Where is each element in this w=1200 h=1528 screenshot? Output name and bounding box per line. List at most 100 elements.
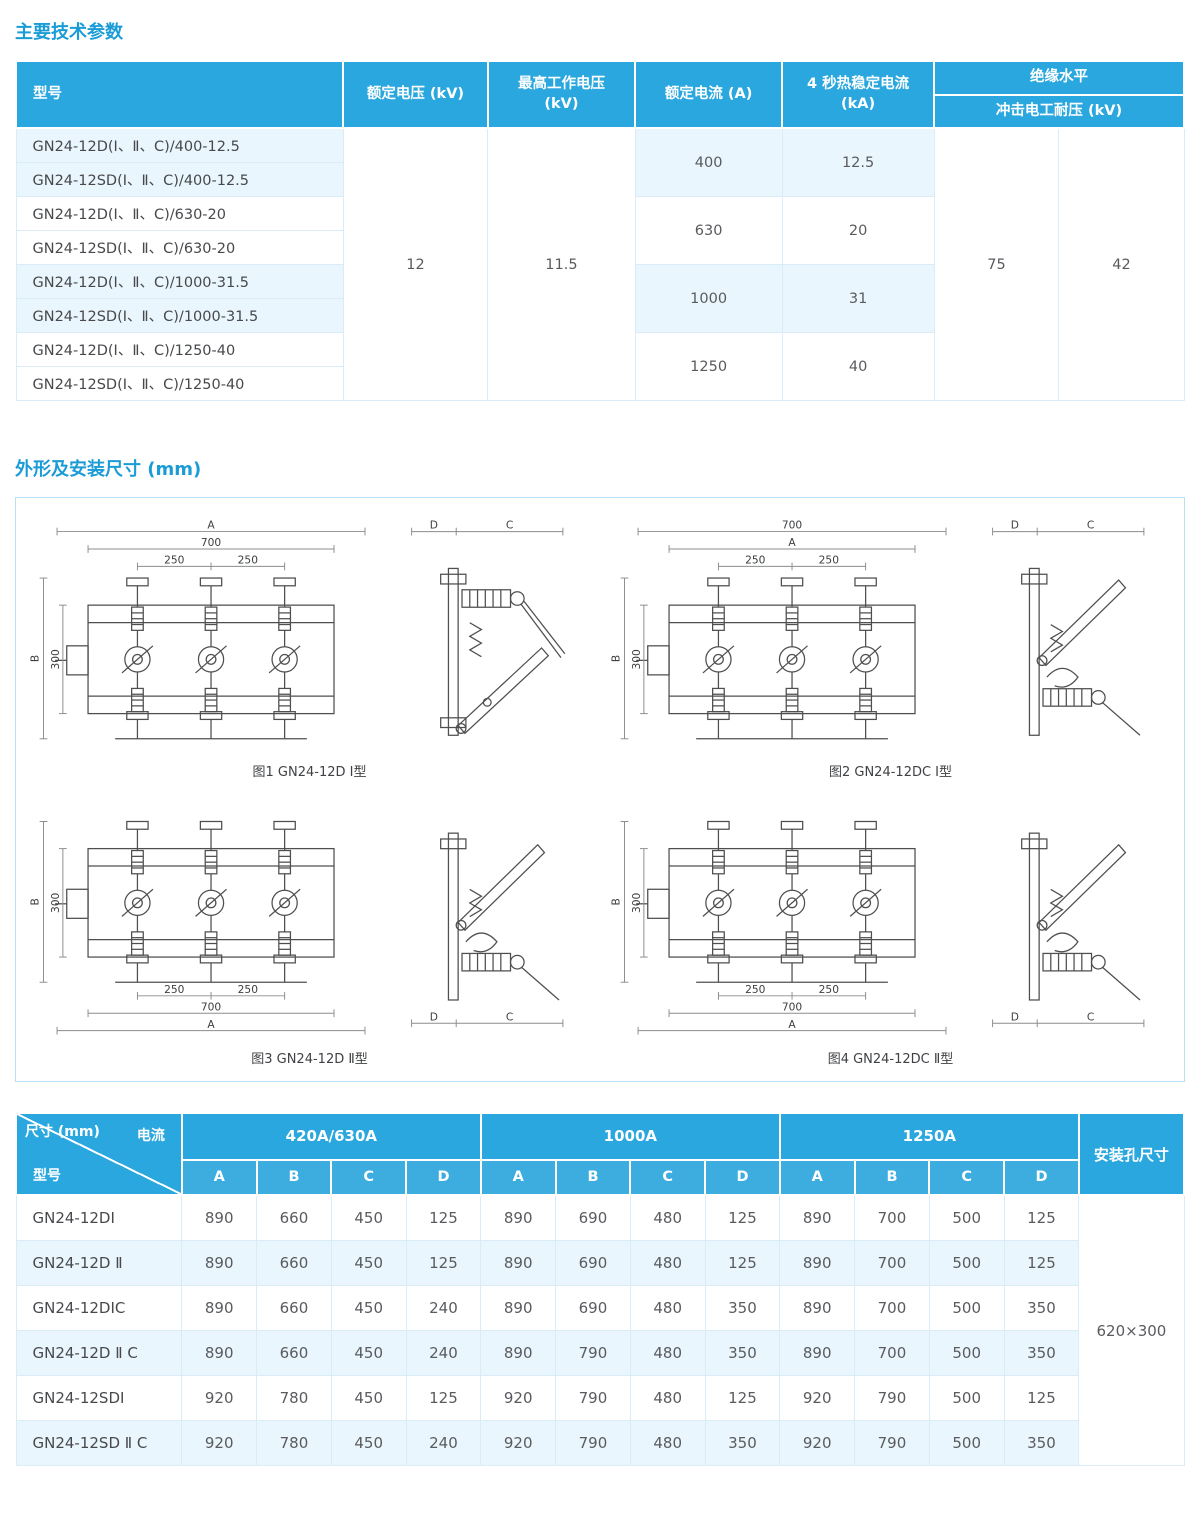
dim-label-700: 700 (781, 1000, 802, 1013)
table-row: GN24-12SD Ⅱ C 920 780 450 240 920 790 48… (15, 1420, 1184, 1467)
figure3-side-view: D C (410, 832, 563, 1027)
value-cell: 125 (405, 1194, 482, 1242)
dim-label-250: 250 (237, 554, 258, 567)
value-cell: 500 (928, 1240, 1005, 1287)
value-cell: 480 (629, 1240, 706, 1287)
value-cell: 690 (555, 1285, 631, 1332)
group-header-420-630: 420A/630A (180, 1112, 482, 1161)
dim-label-b: B (28, 898, 41, 905)
value-cell: 125 (405, 1240, 482, 1287)
value-cell: 660 (256, 1194, 332, 1242)
value-cell: 690 (555, 1194, 631, 1242)
value-cell: 700 (854, 1330, 930, 1377)
value-cell: 350 (1003, 1420, 1080, 1467)
value-cell: 890 (181, 1240, 258, 1287)
model-cell: GN24-12SD(Ⅰ、Ⅱ、C)/630-20 (15, 230, 344, 266)
value-cell: 450 (330, 1194, 407, 1242)
dim-label-700: 700 (200, 536, 221, 549)
model-cell: GN24-12DIC (15, 1285, 183, 1332)
value-cell: 890 (181, 1330, 258, 1377)
subcol-header-b: B (554, 1158, 632, 1197)
value-cell: 450 (330, 1240, 407, 1287)
value-cell: 890 (480, 1240, 557, 1287)
header-thermal-current: 4 秒热稳定电流 (kA) (781, 59, 936, 130)
model-cell: GN24-12SD(Ⅰ、Ⅱ、C)/400-12.5 (15, 162, 344, 198)
dim-label-250: 250 (164, 554, 185, 567)
model-cell: GN24-12D(Ⅰ、Ⅱ、C)/1000-31.5 (15, 264, 344, 300)
dim-label-c: C (1086, 519, 1093, 532)
value-cell: 660 (256, 1330, 332, 1377)
value-cell: 690 (555, 1240, 631, 1287)
figure-grid: A 700 250 250 B 300 D C (22, 518, 1178, 1067)
value-cell: 500 (928, 1375, 1005, 1422)
dim-label-d: D (429, 1010, 437, 1023)
group-header-1000: 1000A (479, 1112, 781, 1161)
mount-hole-header: 安装孔尺寸 (1077, 1112, 1186, 1197)
dim-label-d: D (1010, 1010, 1018, 1023)
subcol-header-d: D (1003, 1158, 1080, 1197)
header-impulse-withstand: 冲击电工耐压 (kV) (933, 93, 1185, 130)
figure-caption: 图3 GN24-12D Ⅱ型 (251, 1052, 368, 1068)
dim-label-a: A (788, 1017, 796, 1030)
subcol-header-b: B (255, 1158, 333, 1197)
figure-caption: 图4 GN24-12DC Ⅱ型 (827, 1052, 954, 1068)
rated-current-value: 1000 (634, 264, 783, 334)
model-cell: GN24-12D(Ⅰ、Ⅱ、C)/630-20 (15, 196, 344, 232)
value-cell: 920 (181, 1420, 258, 1467)
value-cell: 240 (405, 1285, 482, 1332)
subcol-header-d: D (405, 1158, 482, 1197)
value-cell: 700 (854, 1240, 930, 1287)
value-cell: 790 (555, 1330, 631, 1377)
value-cell: 920 (779, 1375, 856, 1422)
dim-label-c: C (505, 519, 512, 532)
value-cell: 125 (405, 1375, 482, 1422)
value-cell: 480 (629, 1330, 706, 1377)
model-cell: GN24-12D(Ⅰ、Ⅱ、C)/400-12.5 (15, 127, 344, 164)
dim-label-300: 300 (629, 892, 642, 913)
insulation-value-b: 42 (1058, 127, 1185, 402)
value-cell: 350 (1003, 1330, 1080, 1377)
value-cell: 700 (854, 1285, 930, 1332)
value-cell: 480 (629, 1420, 706, 1467)
value-cell: 920 (480, 1420, 557, 1467)
value-cell: 500 (928, 1330, 1005, 1377)
subcol-header-b: B (853, 1158, 931, 1197)
value-cell: 890 (480, 1285, 557, 1332)
figure4-front-view: 250 250 700 A B 300 (609, 806, 946, 1035)
value-cell: 125 (1003, 1194, 1080, 1242)
model-cell: GN24-12D Ⅱ C (15, 1330, 183, 1377)
value-cell: 125 (1003, 1240, 1080, 1287)
thermal-current-value: 31 (781, 264, 935, 334)
value-cell: 350 (1003, 1285, 1080, 1332)
value-cell: 920 (181, 1375, 258, 1422)
figure-caption: 图2 GN24-12DC Ⅰ型 (828, 764, 953, 780)
dim-label-b: B (609, 655, 622, 662)
table-row: GN24-12SDI 920 780 450 125 920 790 480 1… (15, 1375, 1184, 1422)
value-cell: 660 (256, 1285, 332, 1332)
corner-header: 尺寸 (mm) 电流 型号 (15, 1112, 183, 1197)
dim-label-b: B (609, 898, 622, 905)
value-cell: 780 (256, 1375, 332, 1422)
dim-label-d: D (429, 519, 437, 532)
value-cell: 660 (256, 1240, 332, 1287)
subcol-header-a: A (778, 1158, 856, 1197)
value-cell: 790 (854, 1420, 930, 1467)
model-cell: GN24-12SD Ⅱ C (15, 1420, 183, 1467)
model-cell: GN24-12D(Ⅰ、Ⅱ、C)/1250-40 (15, 332, 344, 368)
rated-voltage-value: 12 (342, 127, 489, 402)
dim-label-d: D (1010, 519, 1018, 532)
rated-current-value: 1250 (634, 332, 783, 402)
subcol-header-d: D (704, 1158, 781, 1197)
value-cell: 450 (330, 1420, 407, 1467)
dim-label-250: 250 (237, 983, 258, 996)
rated-current-value: 400 (634, 127, 783, 198)
value-cell: 890 (480, 1330, 557, 1377)
dim-label-b: B (28, 655, 41, 662)
value-cell: 240 (405, 1330, 482, 1377)
dim-label-250: 250 (818, 554, 839, 567)
value-cell: 890 (779, 1285, 856, 1332)
value-cell: 890 (480, 1194, 557, 1242)
dim-label-a: A (788, 536, 796, 549)
figure2-side-view: D C (991, 519, 1144, 737)
figure-4: 250 250 700 A B 300 D C (603, 806, 1178, 1068)
